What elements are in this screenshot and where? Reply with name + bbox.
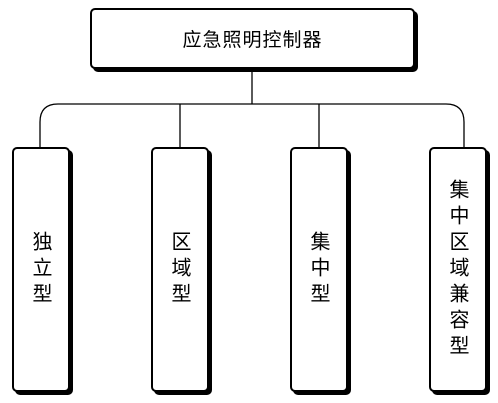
child-node-regional: 区域型 xyxy=(151,147,209,392)
root-node-box: 应急照明控制器 xyxy=(90,8,415,69)
child-node-standalone: 独立型 xyxy=(12,147,70,392)
child-node-label: 集中型 xyxy=(307,230,331,309)
root-node-label: 应急照明控制器 xyxy=(182,29,323,51)
child-node-centralized: 集中型 xyxy=(290,147,348,392)
child-node-hybrid: 集中区域兼容型 xyxy=(429,147,487,392)
child-node-label: 集中区域兼容型 xyxy=(446,178,470,361)
child-node-label: 独立型 xyxy=(29,230,53,309)
bus-line xyxy=(39,103,465,147)
child-node-label: 区域型 xyxy=(168,230,192,309)
